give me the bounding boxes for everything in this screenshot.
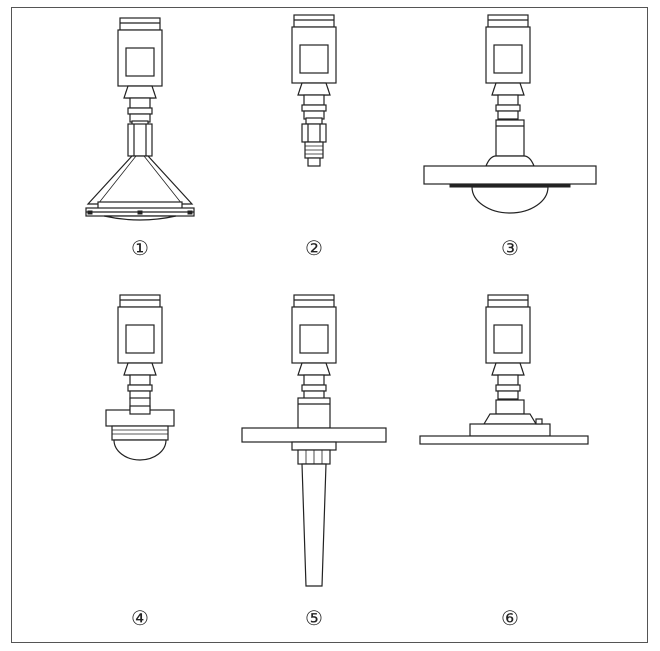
figure-frame: ① ② ③ bbox=[11, 7, 648, 643]
flange-dome-instrument-icon bbox=[423, 14, 597, 214]
flange-horn-instrument-icon bbox=[241, 294, 387, 587]
variant-number: ② bbox=[305, 236, 323, 260]
variant-2: ② bbox=[242, 8, 462, 328]
variant-5: ⑤ bbox=[240, 288, 460, 630]
variant-3: ③ bbox=[410, 8, 630, 328]
variant-6: ⑥ bbox=[410, 288, 630, 630]
threaded-rod-instrument-icon bbox=[291, 14, 337, 167]
variant-number: ④ bbox=[131, 606, 149, 630]
variant-number: ⑤ bbox=[305, 606, 323, 630]
horn-antenna-instrument-icon bbox=[85, 17, 195, 221]
threaded-dome-instrument-icon bbox=[105, 294, 175, 461]
variant-number: ① bbox=[131, 236, 149, 260]
flat-flange-instrument-icon bbox=[419, 294, 589, 445]
variant-number: ③ bbox=[501, 236, 519, 260]
variant-1: ① bbox=[46, 8, 266, 328]
variant-number: ⑥ bbox=[501, 606, 519, 630]
variant-4: ④ bbox=[68, 288, 288, 630]
